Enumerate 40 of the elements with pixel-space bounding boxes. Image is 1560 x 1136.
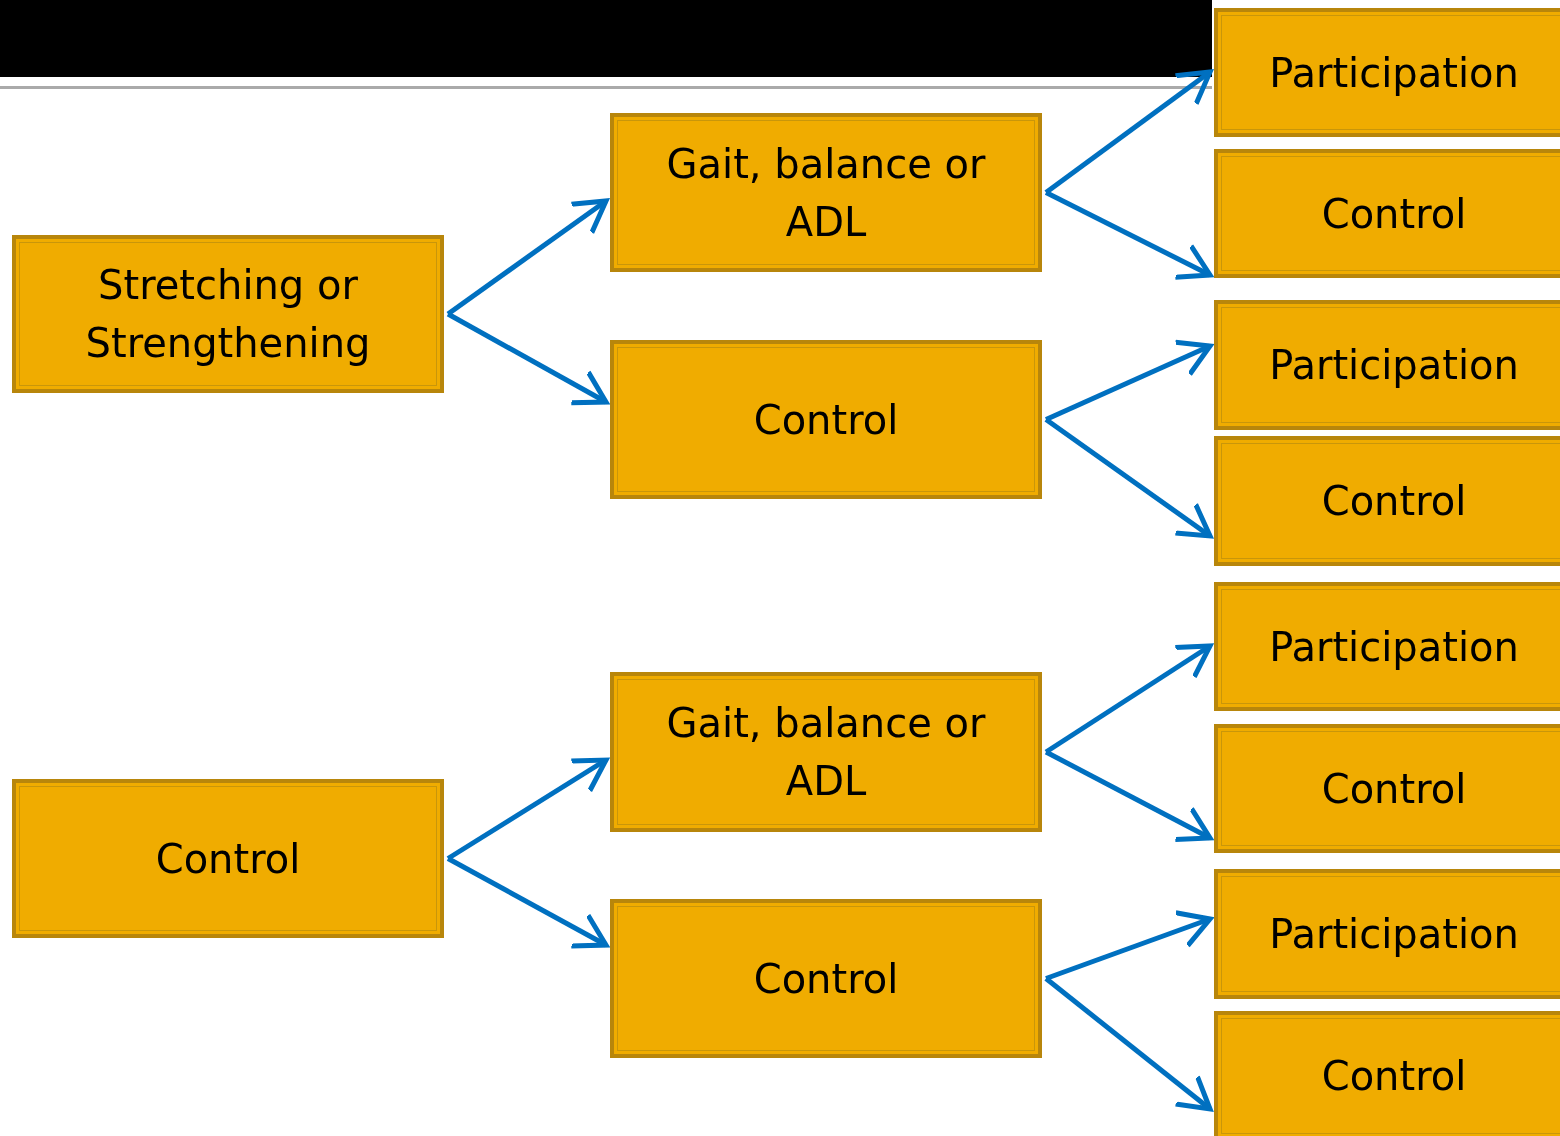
process-box	[1214, 582, 1560, 711]
process-box	[610, 899, 1042, 1058]
box-label: Gait, balance or ADL	[665, 699, 987, 806]
box-label: Control	[752, 395, 900, 445]
box-label: Control	[154, 834, 302, 884]
process-box	[1214, 300, 1560, 430]
arrow	[446, 856, 609, 949]
box-label: Participation	[1268, 341, 1520, 390]
box-label: Control	[1320, 477, 1468, 526]
process-box	[1214, 149, 1560, 278]
arrow	[1044, 69, 1213, 195]
process-box	[1214, 724, 1560, 853]
arrow	[1045, 339, 1213, 422]
process-box	[1214, 8, 1560, 137]
process-box	[610, 113, 1042, 272]
box-label: Stretching or Strengthening	[84, 261, 372, 368]
box-label: Participation	[1268, 48, 1520, 98]
arrow	[1044, 417, 1213, 539]
box-label: Control	[1320, 764, 1468, 814]
box-label: Control	[752, 954, 900, 1004]
process-box	[1214, 436, 1560, 566]
process-box	[1214, 1011, 1560, 1136]
arrow	[1044, 190, 1213, 280]
process-box	[1214, 869, 1560, 999]
arrow	[446, 311, 609, 406]
arrow	[446, 757, 609, 861]
arrow	[1044, 749, 1213, 843]
process-box	[12, 235, 444, 393]
arrow	[1044, 643, 1213, 755]
arrow	[1044, 976, 1213, 1112]
process-box	[610, 340, 1042, 499]
process-box	[610, 672, 1042, 832]
process-box	[12, 779, 444, 938]
box-label: Control	[1320, 189, 1468, 239]
box-label: Participation	[1268, 622, 1520, 672]
box-label: Control	[1320, 1052, 1468, 1101]
arrow	[446, 198, 609, 317]
box-label: Participation	[1268, 910, 1520, 959]
arrow	[1045, 910, 1213, 981]
box-label: Gait, balance or ADL	[665, 139, 987, 247]
